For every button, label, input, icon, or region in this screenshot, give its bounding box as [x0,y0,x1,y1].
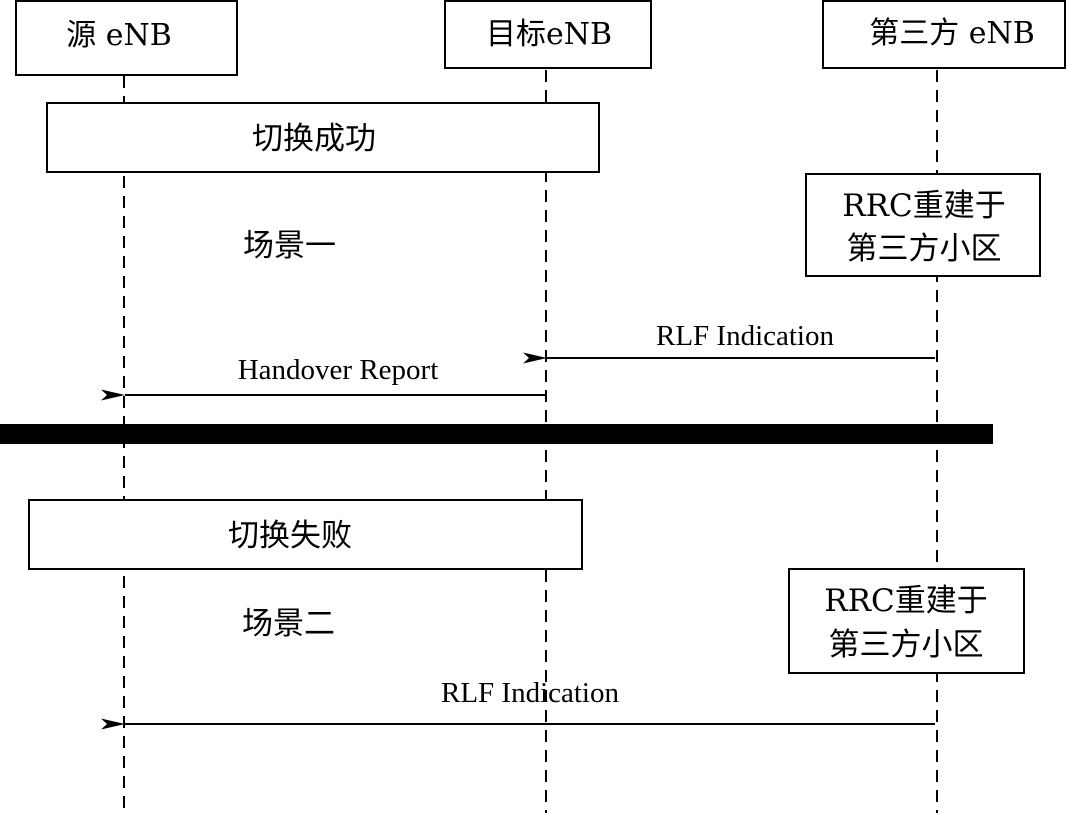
scenario1-label: 场景一 [243,228,336,264]
message-label-rlf-1: RLF Indication [656,320,835,352]
message-label-handover-report: Handover Report [238,354,439,386]
participant-target: 目标eNB [444,0,652,69]
message-rlf-indication-1: RLF Indication [523,320,935,364]
participant-source-label: 源 eNB [66,18,172,53]
participant-third-label: 第三方 eNB [869,16,1035,51]
rrc-reestablish-line2: 第三方小区 [847,231,1002,267]
rrc-reestablish-line1: RRC重建于 [824,583,987,619]
rrc-reestablish-box-1: RRC重建于 第三方小区 [805,173,1041,277]
scenario-separator [0,424,993,444]
participant-source: 源 eNB [15,0,238,76]
rrc-reestablish-line2: 第三方小区 [829,627,984,663]
handover-failure-box: 切换失败 [28,499,583,570]
handover-failure-label: 切换失败 [228,518,352,554]
message-label-rlf-2: RLF Indication [441,677,620,709]
rrc-reestablish-line1: RRC重建于 [842,188,1005,224]
message-handover-report: Handover Report [101,354,545,401]
handover-success-label: 切换成功 [252,121,376,157]
scenario2-label: 场景二 [242,606,335,642]
rrc-reestablish-box-2: RRC重建于 第三方小区 [788,568,1025,674]
message-rlf-indication-2: RLF Indication [101,677,935,730]
participant-target-label: 目标eNB [486,17,612,52]
participant-third: 第三方 eNB [822,0,1066,69]
handover-success-box: 切换成功 [46,102,600,173]
